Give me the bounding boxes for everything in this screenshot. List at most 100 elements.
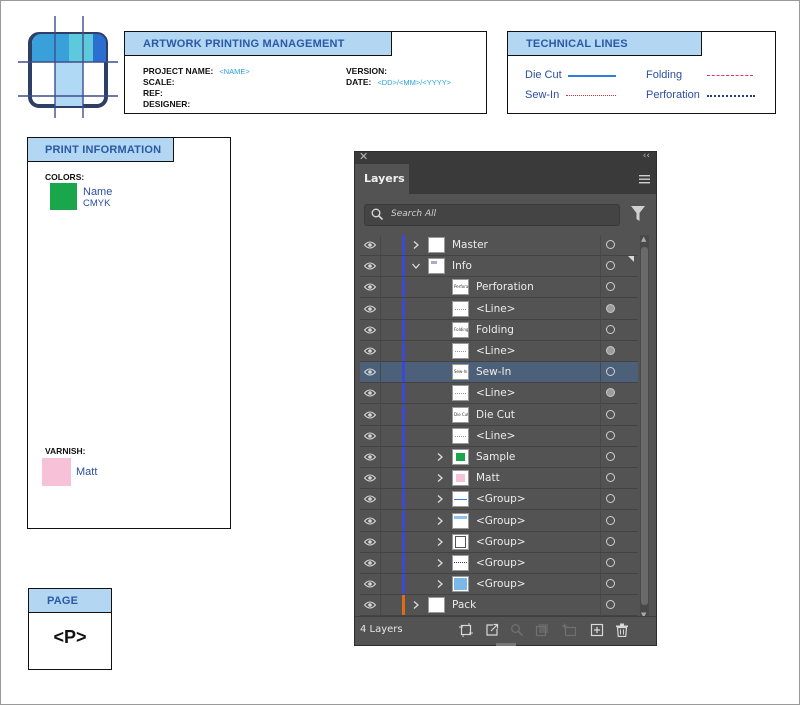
- visibility-eye-icon[interactable]: [364, 325, 376, 335]
- target-circle-icon[interactable]: [606, 346, 615, 355]
- layer-name[interactable]: Perforation: [476, 281, 534, 294]
- chevron-right-icon[interactable]: [436, 579, 444, 589]
- layer-name[interactable]: Matt: [476, 472, 500, 485]
- chevron-right-icon[interactable]: [412, 600, 420, 610]
- visibility-eye-icon[interactable]: [364, 431, 376, 441]
- chevron-right-icon[interactable]: [436, 494, 444, 504]
- search-input[interactable]: [391, 209, 611, 219]
- target-circle-icon[interactable]: [606, 579, 615, 589]
- scroll-up-icon[interactable]: ▲: [641, 235, 647, 243]
- chevron-right-icon[interactable]: [412, 240, 420, 250]
- layer-name[interactable]: Folding: [476, 323, 514, 336]
- layer-row[interactable]: <Group>: [360, 531, 638, 553]
- chevron-right-icon[interactable]: [436, 537, 444, 547]
- target-circle-icon[interactable]: [606, 240, 615, 249]
- visibility-eye-icon[interactable]: [364, 494, 376, 504]
- chevron-right-icon[interactable]: [436, 516, 444, 526]
- visibility-eye-icon[interactable]: [364, 240, 376, 250]
- target-circle-icon[interactable]: [606, 430, 615, 440]
- visibility-eye-icon[interactable]: [364, 346, 376, 356]
- visibility-eye-icon[interactable]: [364, 367, 376, 377]
- visibility-eye-icon[interactable]: [364, 473, 376, 483]
- layer-name[interactable]: <Line>: [476, 345, 516, 357]
- layer-name[interactable]: Pack: [452, 599, 477, 612]
- target-circle-icon[interactable]: [606, 536, 615, 546]
- layer-name[interactable]: Sample: [476, 451, 516, 463]
- chevron-right-icon[interactable]: [436, 473, 444, 483]
- create-sublayer-icon[interactable]: [562, 623, 576, 637]
- layer-row[interactable]: <Group>: [360, 574, 638, 596]
- close-icon[interactable]: ✕: [359, 150, 369, 163]
- layer-row[interactable]: Info: [360, 256, 638, 278]
- visibility-eye-icon[interactable]: [364, 579, 376, 589]
- visibility-eye-icon[interactable]: [364, 452, 376, 462]
- export-icon[interactable]: [485, 623, 499, 637]
- target-circle-icon[interactable]: [606, 324, 615, 334]
- chevron-down-icon[interactable]: [411, 262, 421, 270]
- panel-resize-grip[interactable]: [496, 643, 516, 646]
- layer-name[interactable]: Info: [452, 260, 472, 273]
- layer-row[interactable]: <Line>: [360, 383, 638, 405]
- target-circle-icon[interactable]: [606, 388, 615, 398]
- visibility-eye-icon[interactable]: [364, 304, 376, 314]
- layer-row[interactable]: Pack: [360, 595, 638, 617]
- layer-name[interactable]: <Line>: [476, 302, 516, 315]
- visibility-eye-icon[interactable]: [364, 537, 376, 547]
- layer-row[interactable]: Sample: [360, 447, 638, 468]
- layer-row[interactable]: Matt: [360, 468, 638, 490]
- target-circle-icon[interactable]: [606, 600, 615, 610]
- panel-menu-icon[interactable]: [639, 174, 650, 184]
- visibility-eye-icon[interactable]: [364, 261, 376, 271]
- scroll-thumb[interactable]: [641, 247, 648, 605]
- chevron-right-icon[interactable]: [436, 452, 444, 462]
- target-circle-icon[interactable]: [606, 473, 615, 483]
- layer-row[interactable]: Master: [360, 235, 638, 256]
- make-clipping-mask-icon[interactable]: [535, 623, 549, 637]
- target-circle-icon[interactable]: [606, 261, 615, 271]
- collect-for-export-icon[interactable]: [459, 623, 473, 637]
- layer-name[interactable]: <Group>: [476, 578, 526, 591]
- tab-layers[interactable]: Layers: [355, 164, 409, 194]
- target-circle-icon[interactable]: [606, 558, 615, 567]
- layer-list-scrollbar[interactable]: ▲ ▼: [640, 235, 649, 619]
- visibility-eye-icon[interactable]: [364, 388, 376, 398]
- chevron-right-icon[interactable]: [436, 558, 444, 568]
- target-circle-icon[interactable]: [606, 409, 615, 419]
- locate-object-icon[interactable]: [510, 623, 524, 637]
- target-circle-icon[interactable]: [606, 282, 615, 292]
- filter-icon[interactable]: [631, 206, 645, 222]
- layer-row[interactable]: <Group>: [360, 553, 638, 574]
- target-circle-icon[interactable]: [606, 515, 615, 525]
- trash-icon[interactable]: [615, 623, 629, 637]
- layer-row[interactable]: <Group>: [360, 510, 638, 532]
- visibility-eye-icon[interactable]: [364, 516, 376, 526]
- visibility-eye-icon[interactable]: [364, 410, 376, 420]
- layer-row[interactable]: <Line>: [360, 425, 638, 447]
- layer-row[interactable]: <Line>: [360, 298, 638, 320]
- visibility-eye-icon[interactable]: [364, 558, 376, 568]
- target-circle-icon[interactable]: [606, 494, 615, 504]
- layer-name[interactable]: <Line>: [476, 429, 516, 442]
- scroll-down-icon[interactable]: ▼: [641, 611, 647, 619]
- target-circle-icon[interactable]: [606, 367, 615, 377]
- layer-row[interactable]: PerforationPerforation: [360, 277, 638, 299]
- layer-name[interactable]: Master: [452, 239, 488, 251]
- collapse-panel-icon[interactable]: ‹‹: [642, 151, 650, 161]
- layer-name[interactable]: <Group>: [476, 557, 526, 569]
- target-circle-icon[interactable]: [606, 303, 615, 313]
- target-circle-icon[interactable]: [606, 452, 615, 461]
- layer-name[interactable]: Die Cut: [476, 408, 515, 421]
- layer-name[interactable]: <Group>: [476, 535, 526, 548]
- layer-row[interactable]: <Group>: [360, 489, 638, 511]
- visibility-eye-icon[interactable]: [364, 600, 376, 610]
- layer-row[interactable]: <Line>: [360, 341, 638, 362]
- layer-name[interactable]: Sew-In: [476, 366, 512, 379]
- visibility-eye-icon[interactable]: [364, 282, 376, 292]
- layer-name[interactable]: <Line>: [476, 387, 516, 400]
- layer-name[interactable]: <Group>: [476, 493, 526, 506]
- create-new-layer-icon[interactable]: [590, 623, 604, 637]
- layer-name[interactable]: <Group>: [476, 514, 526, 527]
